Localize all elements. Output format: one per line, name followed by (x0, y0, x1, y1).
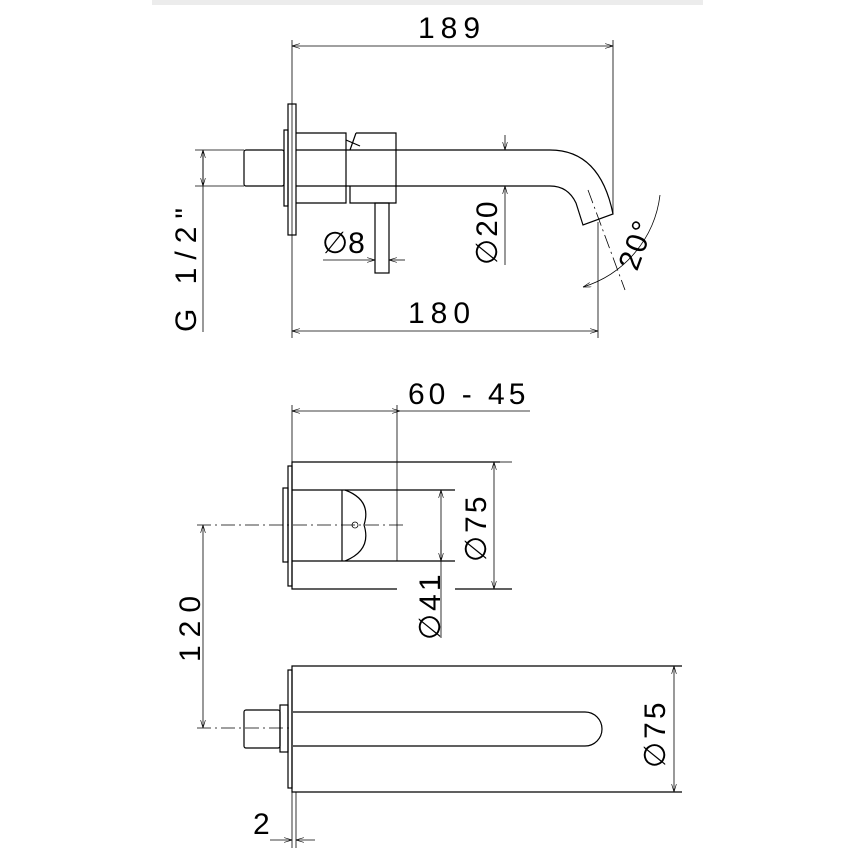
handle-view: 60 - 45 ∅41 ∅75 120 (174, 378, 530, 728)
spout-view: ∅75 2 (197, 665, 682, 848)
lever-rod (374, 202, 390, 274)
dim-spout-plate-diameter: ∅75 (639, 699, 672, 768)
dim-180: 180 (408, 297, 476, 330)
thread-stub (243, 709, 281, 749)
top-strip (152, 0, 703, 5)
side-view: 189 180 ∅8 ∅20 G 1/2" 20° (170, 12, 661, 338)
dim-lever-diameter: ∅8 (322, 227, 365, 260)
body-block (296, 132, 347, 204)
dim-spout-diameter: ∅20 (471, 199, 504, 265)
handle-body (292, 489, 455, 562)
dim-wall-depth: 60 - 45 (408, 378, 529, 411)
handle-lever (341, 489, 367, 562)
dim-centres: 120 (174, 588, 207, 662)
thread-stub (243, 149, 285, 187)
dim-handle-diameter: ∅41 (414, 571, 447, 640)
dim-189: 189 (418, 12, 486, 45)
spout-slot (293, 711, 603, 747)
lever-block (349, 132, 397, 204)
dim-thread: G 1/2" (170, 200, 203, 332)
dim-spout-angle: 20° (613, 215, 662, 275)
spout-plate (291, 665, 682, 793)
dim-plate-gap: 2 (253, 808, 276, 841)
spout (296, 149, 614, 226)
dim-handle-plate-diameter: ∅75 (460, 493, 493, 562)
